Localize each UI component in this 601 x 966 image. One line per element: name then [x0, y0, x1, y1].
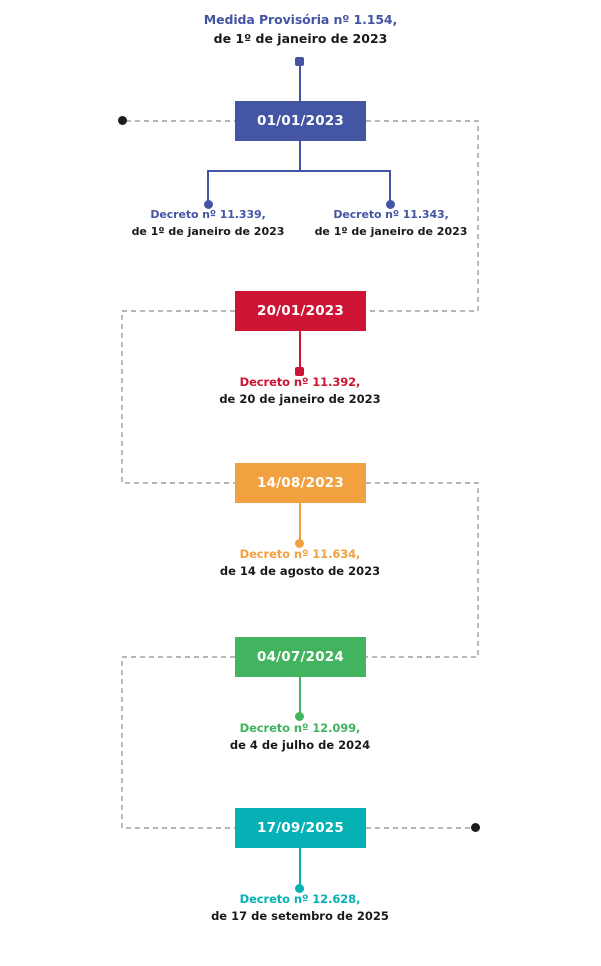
event-3-child-1-line1: Decreto nº 11.634,: [239, 547, 361, 561]
date-badge-1[interactable]: 01/01/2023: [235, 101, 366, 141]
origin-stem: [299, 62, 302, 102]
timeline-start-dot: [118, 116, 127, 125]
timeline-event-2: 20/01/2023 Decreto nº 11.392, de 20 de j…: [0, 0, 601, 406]
date-badge-5-label: 17/09/2025: [256, 820, 344, 836]
event-1-child-caption-2: Decreto nº 11.343, de 1º de janeiro de 2…: [301, 206, 481, 240]
date-badge-3[interactable]: 14/08/2023: [235, 463, 366, 503]
event-5-child-1-line1: Decreto nº 12.628,: [239, 892, 361, 906]
event-1-child-1-line1: Decreto nº 11.339,: [150, 208, 266, 221]
event-5-stem-dot: [295, 884, 304, 893]
event-1-branch-left-dot: [204, 200, 213, 209]
event-2-child-caption-1: Decreto nº 11.392, de 20 de janeiro de 2…: [170, 374, 430, 408]
timeline-event-4: 04/07/2024 Decreto nº 12.099, de 4 de ju…: [0, 0, 601, 752]
timeline-end-dot: [471, 823, 480, 832]
event-5-child-1-line2: de 17 de setembro de 2025: [211, 909, 389, 923]
event-2-stem: [299, 331, 302, 372]
event-4-stem: [299, 677, 302, 718]
date-badge-5[interactable]: 17/09/2025: [235, 808, 366, 848]
origin-stem-dot: [295, 57, 304, 66]
date-badge-4-label: 04/07/2024: [256, 649, 344, 665]
event-1-child-caption-1: Decreto nº 11.339, de 1º de janeiro de 2…: [118, 206, 298, 240]
event-5-child-caption-1: Decreto nº 12.628, de 17 de setembro de …: [170, 891, 430, 925]
event-4-child-1-line2: de 4 de julho de 2024: [229, 738, 371, 752]
event-1-child-1-line2: de 1º de janeiro de 2023: [131, 225, 285, 238]
event-1-branch-left-stem: [207, 170, 210, 203]
date-badge-2[interactable]: 20/01/2023: [235, 291, 366, 331]
event-1-branch-right-dot: [386, 200, 395, 209]
timeline-event-1: 01/01/2023 Decreto nº 11.339, de 1º de j…: [0, 0, 601, 260]
timeline-event-3: 14/08/2023 Decreto nº 11.634, de 14 de a…: [0, 0, 601, 578]
event-4-child-1-line1: Decreto nº 12.099,: [239, 721, 361, 735]
event-3-stem: [299, 503, 302, 544]
event-1-child-2-line2: de 1º de janeiro de 2023: [314, 225, 468, 238]
event-3-child-1-line2: de 14 de agosto de 2023: [219, 564, 381, 578]
event-4-child-caption-1: Decreto nº 12.099, de 4 de julho de 2024: [170, 720, 430, 754]
event-2-stem-dot: [295, 367, 304, 376]
event-1-stem: [299, 141, 302, 171]
date-badge-1-label: 01/01/2023: [256, 113, 344, 129]
event-4-stem-dot: [295, 712, 304, 721]
timeline-event-5: 17/09/2025 Decreto nº 12.628, de 17 de s…: [0, 0, 601, 923]
event-5-stem: [299, 848, 302, 889]
event-3-stem-dot: [295, 539, 304, 548]
event-2-child-1-line2: de 20 de janeiro de 2023: [219, 392, 381, 406]
date-badge-2-label: 20/01/2023: [256, 303, 344, 319]
date-badge-3-label: 14/08/2023: [256, 475, 344, 491]
origin-title-line1: Medida Provisória nº 1.154,: [203, 12, 398, 27]
origin-title-line2: de 1º de janeiro de 2023: [213, 31, 388, 46]
event-1-child-2-line1: Decreto nº 11.343,: [333, 208, 449, 221]
event-1-branch-bar: [207, 170, 391, 173]
event-3-child-caption-1: Decreto nº 11.634, de 14 de agosto de 20…: [170, 546, 430, 580]
date-badge-4[interactable]: 04/07/2024: [235, 637, 366, 677]
event-2-child-1-line1: Decreto nº 11.392,: [239, 375, 361, 389]
event-1-branch-right-stem: [389, 170, 392, 203]
timeline-origin-label: Medida Provisória nº 1.154, de 1º de jan…: [0, 10, 601, 48]
